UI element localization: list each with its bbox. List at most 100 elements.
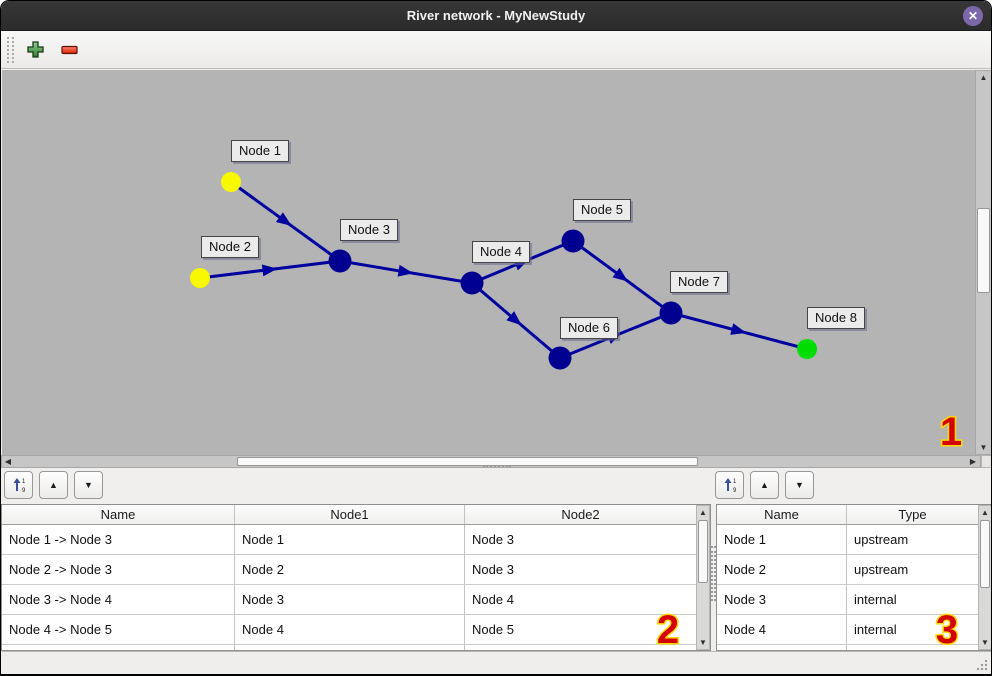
sort-icon: 1 9 bbox=[724, 478, 737, 493]
table-scroll-down-button[interactable]: ▼ bbox=[697, 636, 709, 649]
connection-cell[interactable]: Node 5 bbox=[472, 622, 514, 637]
node-node7[interactable] bbox=[659, 301, 683, 325]
table-scroll-up-button[interactable]: ▲ bbox=[697, 506, 709, 519]
connection-cell[interactable]: Node 2 bbox=[235, 555, 465, 584]
node-label-node3[interactable]: Node 3 bbox=[340, 219, 398, 241]
table-vscroll-thumb[interactable] bbox=[980, 520, 990, 588]
canvas-scroll-left-button[interactable]: ◀ bbox=[2, 456, 14, 467]
connection-cell[interactable]: Node 4 bbox=[235, 615, 465, 644]
remove-node-button[interactable] bbox=[56, 37, 82, 63]
scroll-down-icon: ▼ bbox=[979, 443, 988, 452]
connections-move-up-button[interactable]: ▲ bbox=[39, 471, 68, 499]
node-label-node8[interactable]: Node 8 bbox=[807, 307, 865, 329]
node-row[interactable]: Node 1 upstream bbox=[717, 525, 991, 555]
connections-table-vscrollbar[interactable]: ▲ ▼ bbox=[696, 505, 710, 650]
scroll-down-icon: ▼ bbox=[699, 638, 707, 647]
connection-cell[interactable]: Node 3 bbox=[472, 532, 514, 547]
canvas-hscrollbar[interactable]: ◀ ▶ bbox=[1, 455, 981, 468]
column-header-type[interactable]: Type bbox=[898, 507, 927, 522]
canvas-vscroll-thumb[interactable] bbox=[977, 208, 990, 293]
connection-cell[interactable]: Node 3 bbox=[235, 585, 465, 614]
node-row[interactable]: Node 4 internal bbox=[717, 615, 991, 645]
connection-partial-row bbox=[2, 645, 710, 650]
title-bar[interactable]: River network - MyNewStudy ✕ bbox=[1, 1, 991, 31]
column-header-node2[interactable]: Node2 bbox=[561, 507, 600, 522]
node-cell[interactable]: upstream bbox=[854, 562, 909, 577]
node-label-node5[interactable]: Node 5 bbox=[573, 199, 631, 221]
node-node6[interactable] bbox=[548, 346, 572, 370]
node-cell[interactable]: upstream bbox=[854, 532, 909, 547]
node-node4[interactable] bbox=[460, 271, 484, 295]
down-arrow-icon: ▼ bbox=[84, 480, 93, 490]
node-cell[interactable]: internal bbox=[854, 592, 897, 607]
node-label-node7[interactable]: Node 7 bbox=[670, 271, 728, 293]
connection-cell[interactable]: Node 4 bbox=[472, 592, 514, 607]
connection-cell[interactable]: Node 4 -> Node 5 bbox=[2, 615, 235, 644]
table-vscroll-thumb[interactable] bbox=[698, 520, 708, 583]
nodes-sort-button[interactable]: 1 9 bbox=[715, 471, 744, 499]
resize-grip[interactable] bbox=[976, 659, 988, 671]
connection-cell[interactable]: Node 1 bbox=[235, 525, 465, 554]
up-arrow-icon: ▲ bbox=[49, 480, 58, 490]
column-header-name[interactable]: Name bbox=[717, 505, 847, 524]
node-node8[interactable] bbox=[797, 339, 817, 359]
arrowhead-icon bbox=[275, 212, 292, 226]
node-cell[interactable]: internal bbox=[854, 622, 897, 637]
svg-text:9: 9 bbox=[733, 488, 737, 493]
connection-cell[interactable]: Node 2 -> Node 3 bbox=[2, 555, 235, 584]
close-button[interactable]: ✕ bbox=[963, 6, 983, 26]
node-label-node2[interactable]: Node 2 bbox=[201, 236, 259, 258]
connection-cell[interactable]: Node 3 -> Node 4 bbox=[2, 585, 235, 614]
scroll-up-icon: ▲ bbox=[979, 73, 988, 82]
node-cell[interactable]: Node 2 bbox=[717, 555, 847, 584]
node-row[interactable]: Node 3 internal bbox=[717, 585, 991, 615]
nodes-move-up-button[interactable]: ▲ bbox=[750, 471, 779, 499]
nodes-table-vscrollbar[interactable]: ▲ ▼ bbox=[978, 505, 991, 650]
node-row[interactable]: Node 2 upstream bbox=[717, 555, 991, 585]
toolbar-drag-handle[interactable] bbox=[7, 36, 14, 63]
table-scroll-up-button[interactable]: ▲ bbox=[979, 506, 991, 519]
node-node5[interactable] bbox=[561, 229, 585, 253]
node-label-node1[interactable]: Node 1 bbox=[231, 140, 289, 162]
node-cell[interactable]: Node 3 bbox=[717, 585, 847, 614]
canvas-vscrollbar[interactable]: ▲ ▼ bbox=[975, 70, 991, 455]
connections-sort-button[interactable]: 1 9 bbox=[4, 471, 33, 499]
connections-move-down-button[interactable]: ▼ bbox=[74, 471, 103, 499]
scroll-down-icon: ▼ bbox=[981, 638, 989, 647]
toolbar bbox=[1, 31, 991, 69]
connection-cell[interactable]: Node 3 bbox=[472, 562, 514, 577]
minus-icon bbox=[60, 45, 78, 54]
node-node2[interactable] bbox=[190, 268, 210, 288]
canvas-scroll-right-button[interactable]: ▶ bbox=[967, 456, 979, 467]
column-header-node1[interactable]: Node1 bbox=[235, 505, 465, 524]
node-cell[interactable]: Node 4 bbox=[717, 615, 847, 644]
scroll-left-icon: ◀ bbox=[4, 457, 12, 466]
node-node3[interactable] bbox=[328, 249, 352, 273]
status-bar bbox=[2, 651, 991, 674]
vertical-splitter-handle[interactable] bbox=[711, 546, 716, 601]
node-label-node4[interactable]: Node 4 bbox=[472, 241, 530, 263]
node-label-node6[interactable]: Node 6 bbox=[560, 317, 618, 339]
column-header-name[interactable]: Name bbox=[2, 505, 235, 524]
node-node1[interactable] bbox=[221, 172, 241, 192]
svg-text:1: 1 bbox=[733, 479, 737, 485]
canvas-scroll-up-button[interactable]: ▲ bbox=[976, 71, 991, 84]
node-cell[interactable]: Node 1 bbox=[717, 525, 847, 554]
add-node-button[interactable] bbox=[22, 37, 48, 63]
connection-cell[interactable]: Node 1 -> Node 3 bbox=[2, 525, 235, 554]
window-title: River network - MyNewStudy bbox=[406, 8, 586, 23]
canvas-hscroll-thumb[interactable] bbox=[237, 457, 698, 466]
close-icon: ✕ bbox=[967, 9, 979, 23]
canvas-scroll-down-button[interactable]: ▼ bbox=[976, 441, 991, 454]
table-scroll-down-button[interactable]: ▼ bbox=[979, 636, 991, 649]
horizontal-splitter-handle[interactable] bbox=[483, 465, 511, 469]
nodes-move-down-button[interactable]: ▼ bbox=[785, 471, 814, 499]
